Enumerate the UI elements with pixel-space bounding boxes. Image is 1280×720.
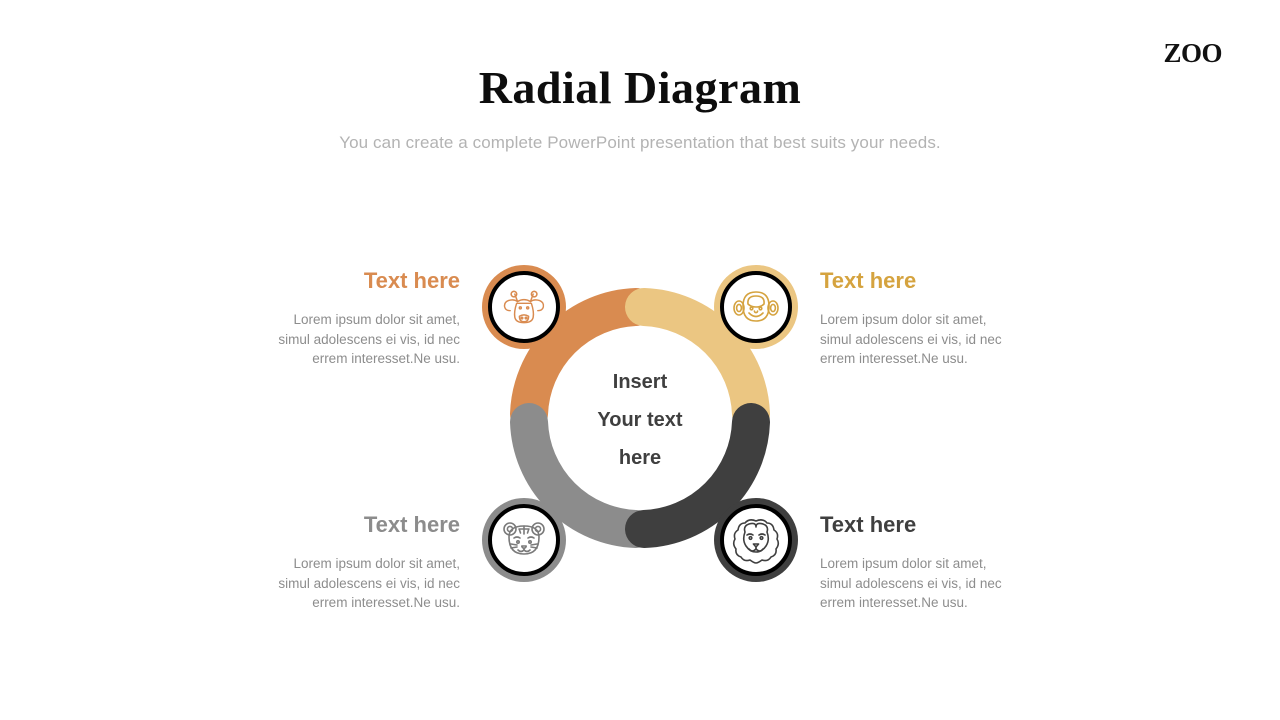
segment-title-top-right: Text here (820, 268, 917, 293)
segment-text-top-right: Text here Lorem ipsum dolor sit amet, si… (820, 268, 1020, 369)
giraffe-icon (503, 290, 545, 324)
segment-title-bottom-left: Text here (363, 512, 460, 537)
lion-icon (732, 519, 780, 564)
center-label: Insert Your text here (540, 363, 740, 477)
center-line-3: here (618, 447, 662, 469)
tiger-icon (503, 522, 545, 555)
center-line-1: Insert (612, 371, 668, 393)
segment-text-bottom-left: Text here Lorem ipsum dolor sit amet, si… (260, 512, 460, 613)
page-title: Radial Diagram (478, 62, 802, 113)
radial-diagram (470, 248, 810, 588)
ring-segment-top-left (510, 288, 655, 433)
icon-badge-top-right[interactable] (714, 265, 798, 349)
segment-text-bottom-right: Text here Lorem ipsum dolor sit amet, si… (820, 512, 1020, 613)
segment-body-bottom-right: Lorem ipsum dolor sit amet, simul adoles… (820, 556, 1002, 611)
center-line-2: Your text (597, 409, 683, 431)
icon-badge-bottom-left[interactable] (482, 498, 566, 582)
segment-body-top-left: Lorem ipsum dolor sit amet, simul adoles… (278, 312, 460, 367)
segment-body-top-right: Lorem ipsum dolor sit amet, simul adoles… (820, 312, 1002, 367)
brand-logo: ZOO (1163, 38, 1222, 68)
page-subtitle: You can create a complete PowerPoint pre… (339, 133, 941, 152)
segment-title-top-left: Text here (363, 268, 460, 293)
icon-badge-top-left[interactable] (482, 265, 566, 349)
segment-title-bottom-right: Text here (820, 512, 917, 537)
ring-segment-top-right (625, 288, 770, 433)
ring-segment-bottom-left (510, 403, 655, 548)
donut-ring (510, 288, 770, 548)
segment-text-top-left: Text here Lorem ipsum dolor sit amet, si… (260, 268, 460, 369)
monkey-icon (733, 291, 779, 322)
icon-badge-bottom-right[interactable] (714, 498, 798, 582)
segment-body-bottom-left: Lorem ipsum dolor sit amet, simul adoles… (278, 556, 460, 611)
ring-segment-bottom-right (625, 403, 770, 548)
